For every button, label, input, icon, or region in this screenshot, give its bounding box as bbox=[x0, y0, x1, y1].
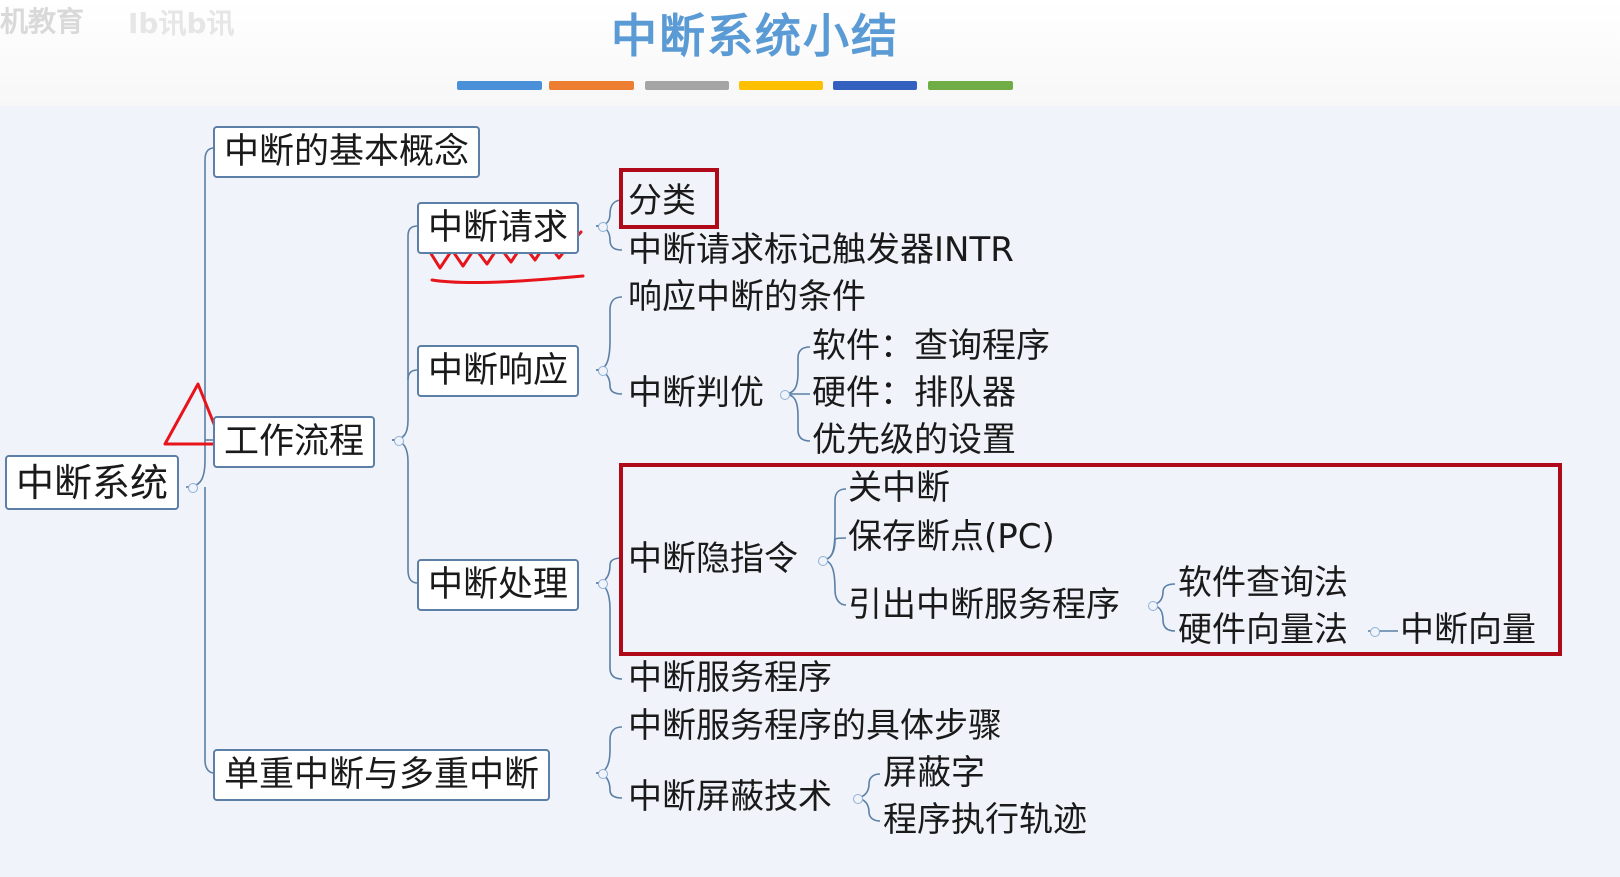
node-priority-software[interactable]: 软件：查询程序 bbox=[812, 326, 1050, 366]
connector-dot bbox=[394, 436, 404, 446]
connector-single bbox=[595, 726, 623, 774]
node-processing[interactable]: 中断处理 bbox=[417, 559, 580, 611]
color-bar-4 bbox=[739, 81, 823, 90]
node-vector[interactable]: 中断向量 bbox=[1400, 610, 1536, 650]
connector-dot bbox=[188, 483, 198, 493]
connector-priority-setting bbox=[783, 393, 811, 442]
connector-implicit-lead bbox=[821, 559, 847, 606]
annotation-underline bbox=[430, 274, 585, 285]
connector-dot bbox=[853, 794, 863, 804]
connector-dot bbox=[598, 222, 608, 232]
node-save-pc[interactable]: 保存断点(PC) bbox=[848, 517, 1055, 557]
connector-dot bbox=[1370, 627, 1380, 637]
connector-dot bbox=[780, 390, 790, 400]
node-response[interactable]: 中断响应 bbox=[417, 345, 580, 397]
color-bar-6 bbox=[928, 81, 1013, 90]
highlight-box-classify bbox=[619, 168, 719, 229]
color-bar-3 bbox=[645, 81, 729, 90]
node-priority-hardware[interactable]: 硬件：排队器 bbox=[812, 373, 1016, 413]
color-bar-5 bbox=[833, 81, 917, 90]
connector-workflow-processing bbox=[391, 439, 419, 584]
connector-root-single bbox=[204, 487, 215, 774]
connector-implicit-save bbox=[821, 537, 847, 561]
watermark-logo: Ib讯b讯 bbox=[128, 7, 235, 40]
node-priority[interactable]: 中断判优 bbox=[628, 373, 764, 413]
node-root[interactable]: 中断系统 bbox=[5, 455, 180, 510]
watermark-text: 机教育 bbox=[0, 5, 85, 38]
node-basic-concept[interactable]: 中断的基本概念 bbox=[213, 126, 481, 178]
node-mask-word[interactable]: 屏蔽字 bbox=[883, 753, 985, 793]
node-request[interactable]: 中断请求 bbox=[417, 202, 580, 254]
connector-dot bbox=[598, 366, 608, 376]
slide-header: 机教育 Ib讯b讯 中断系统小结 bbox=[0, 0, 1620, 106]
node-priority-setting[interactable]: 优先级的设置 bbox=[812, 420, 1016, 460]
node-implicit[interactable]: 中断隐指令 bbox=[628, 539, 798, 579]
node-conditions[interactable]: 响应中断的条件 bbox=[628, 277, 866, 317]
slide-title: 中断系统小结 bbox=[611, 9, 899, 63]
connector-dot bbox=[598, 769, 608, 779]
node-flipflop[interactable]: 中断请求标记触发器INTR bbox=[628, 230, 1014, 270]
mindmap-canvas bbox=[0, 106, 1620, 877]
color-bar-1 bbox=[457, 81, 542, 90]
node-service-steps[interactable]: 中断服务程序的具体步骤 bbox=[628, 706, 1002, 746]
node-classify[interactable]: 分类 bbox=[628, 181, 696, 221]
node-soft-query[interactable]: 软件查询法 bbox=[1178, 563, 1348, 603]
connector-workflow bbox=[391, 225, 419, 441]
connector-response bbox=[595, 296, 623, 371]
node-exec-trace[interactable]: 程序执行轨迹 bbox=[883, 800, 1087, 840]
connector-priority bbox=[783, 346, 811, 395]
connector-dot bbox=[818, 556, 828, 566]
node-workflow[interactable]: 工作流程 bbox=[213, 416, 376, 468]
node-single-multi[interactable]: 单重中断与多重中断 bbox=[213, 749, 551, 801]
node-disable-interrupt[interactable]: 关中断 bbox=[848, 468, 950, 508]
highlight-box-implicit bbox=[619, 463, 1562, 656]
connector-workflow-response bbox=[407, 369, 419, 381]
node-masking[interactable]: 中断屏蔽技术 bbox=[628, 777, 832, 817]
connector-dot bbox=[1148, 601, 1158, 611]
node-lead-out[interactable]: 引出中断服务程序 bbox=[848, 585, 1120, 625]
connector-root bbox=[185, 147, 215, 488]
connector-dot bbox=[598, 579, 608, 589]
annotation-triangle bbox=[163, 382, 224, 446]
node-hw-vector[interactable]: 硬件向量法 bbox=[1178, 610, 1348, 650]
node-service[interactable]: 中断服务程序 bbox=[628, 658, 832, 698]
color-bar-2 bbox=[549, 81, 634, 90]
